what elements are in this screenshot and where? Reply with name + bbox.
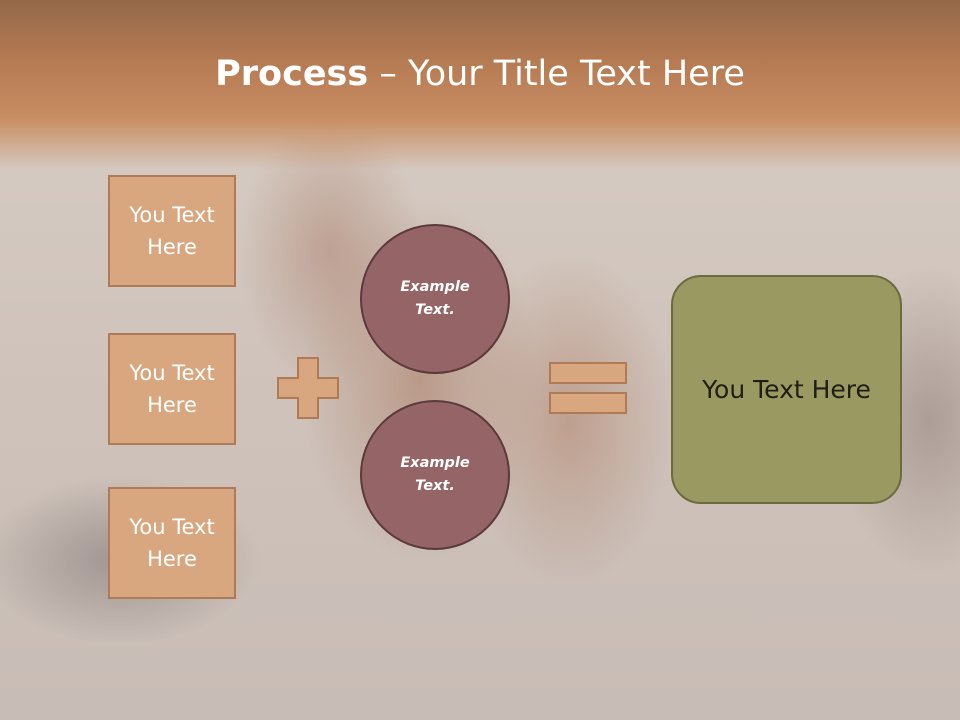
input-box-3: You Text Here bbox=[108, 487, 236, 599]
input-box-2: You Text Here bbox=[108, 333, 236, 445]
plus-icon bbox=[277, 357, 339, 419]
slide-title: Process – Your Title Text Here bbox=[0, 52, 960, 96]
input-box-label: You Text Here bbox=[129, 515, 215, 571]
circle-label: Example Text. bbox=[400, 279, 470, 318]
example-circle-1: Example Text. bbox=[360, 224, 510, 374]
circle-label: Example Text. bbox=[400, 455, 470, 494]
title-bar bbox=[0, 0, 960, 170]
input-box-1: You Text Here bbox=[108, 175, 236, 287]
title-rest: – Your Title Text Here bbox=[368, 54, 745, 94]
input-box-label: You Text Here bbox=[129, 203, 215, 259]
result-box: You Text Here bbox=[671, 275, 902, 504]
equals-icon bbox=[549, 362, 627, 414]
result-label: You Text Here bbox=[702, 374, 871, 404]
title-bold: Process bbox=[215, 54, 369, 94]
input-box-label: You Text Here bbox=[129, 361, 215, 417]
example-circle-2: Example Text. bbox=[360, 400, 510, 550]
